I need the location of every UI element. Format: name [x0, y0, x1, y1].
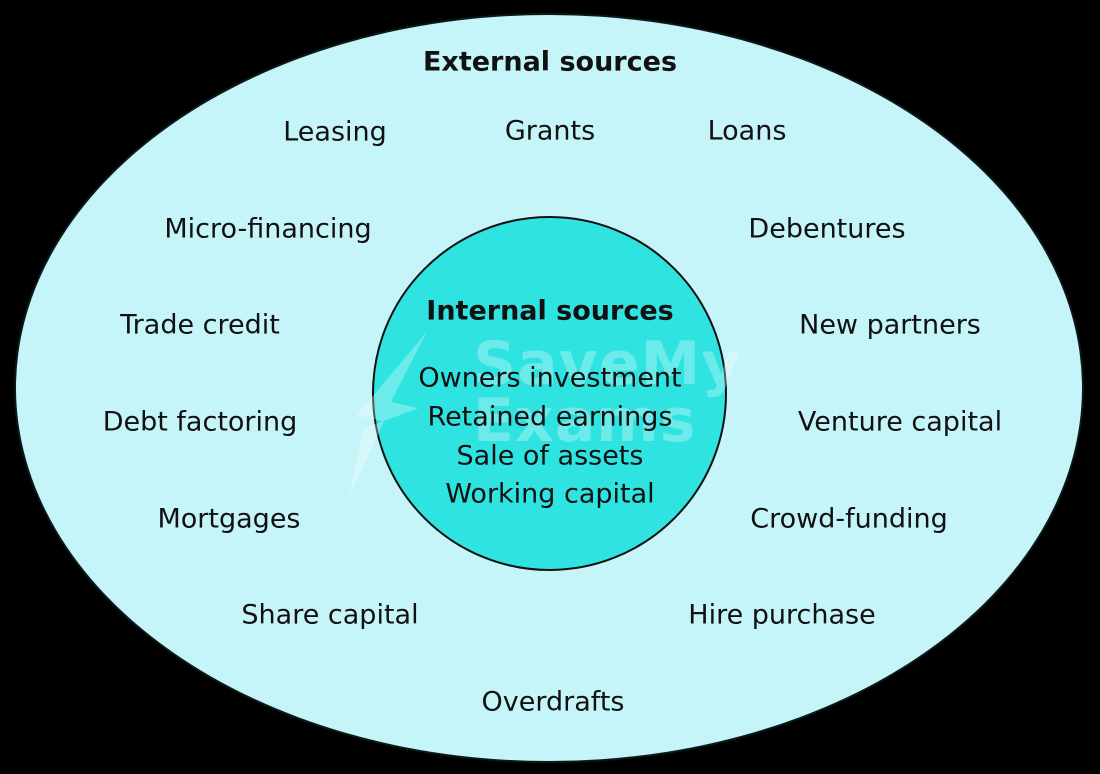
label-venture-capital: Venture capital	[797, 406, 1003, 438]
label-sale-of-assets: Sale of assets	[456, 440, 644, 472]
label-loans: Loans	[707, 115, 787, 147]
label-new-partners: New partners	[799, 309, 981, 341]
label-leasing: Leasing	[283, 116, 387, 148]
label-overdrafts: Overdrafts	[481, 686, 625, 718]
label-retained-earnings: Retained earnings	[427, 401, 673, 433]
internal-sources-circle	[372, 216, 727, 571]
watermark-line1: SaveMy	[473, 329, 742, 399]
label-mortgages: Mortgages	[157, 503, 301, 535]
label-share-capital: Share capital	[241, 599, 419, 631]
label-crowd-funding: Crowd-funding	[750, 503, 948, 535]
watermark: SaveMy Exams	[473, 329, 742, 456]
internal-sources-title: Internal sources	[426, 295, 674, 327]
label-working-capital: Working capital	[445, 478, 655, 510]
label-debt-factoring: Debt factoring	[102, 406, 298, 438]
label-hire-purchase: Hire purchase	[688, 599, 876, 631]
watermark-line2: Exams	[473, 386, 697, 456]
external-sources-title: External sources	[422, 46, 678, 78]
label-grants: Grants	[504, 115, 596, 147]
label-trade-credit: Trade credit	[120, 309, 280, 341]
label-micro-financing: Micro-financing	[164, 213, 372, 245]
label-owners-investment: Owners investment	[418, 362, 682, 394]
label-debentures: Debentures	[748, 213, 906, 245]
